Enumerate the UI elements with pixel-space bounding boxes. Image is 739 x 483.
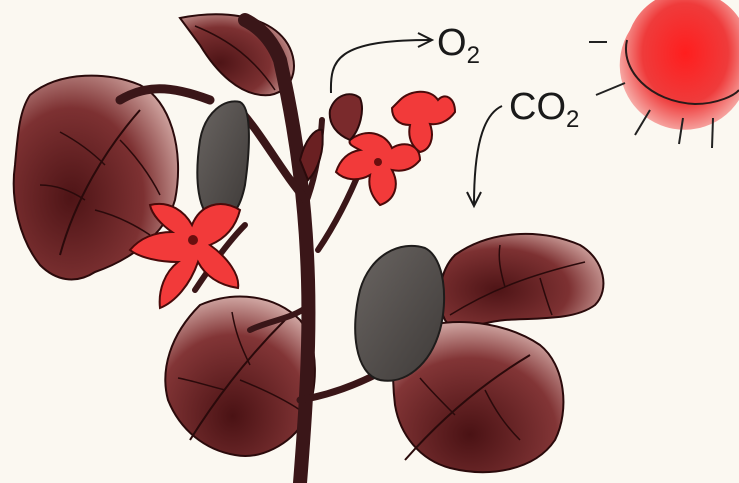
arrow-down-icon	[467, 106, 502, 206]
o2-label-base: O	[437, 22, 467, 64]
leaf-bottom-left	[165, 297, 315, 456]
sun-icon	[589, 0, 739, 148]
co2-label: CO2	[509, 88, 579, 132]
flower-right	[300, 92, 455, 205]
arrow-right-icon	[331, 33, 432, 93]
o2-label-subscript: 2	[467, 42, 480, 69]
leaf-right-upper	[440, 234, 604, 327]
fruit-left	[197, 101, 249, 220]
o2-label: O2	[437, 24, 480, 68]
co2-label-subscript: 2	[566, 106, 579, 133]
co2-label-base: CO	[509, 86, 566, 128]
